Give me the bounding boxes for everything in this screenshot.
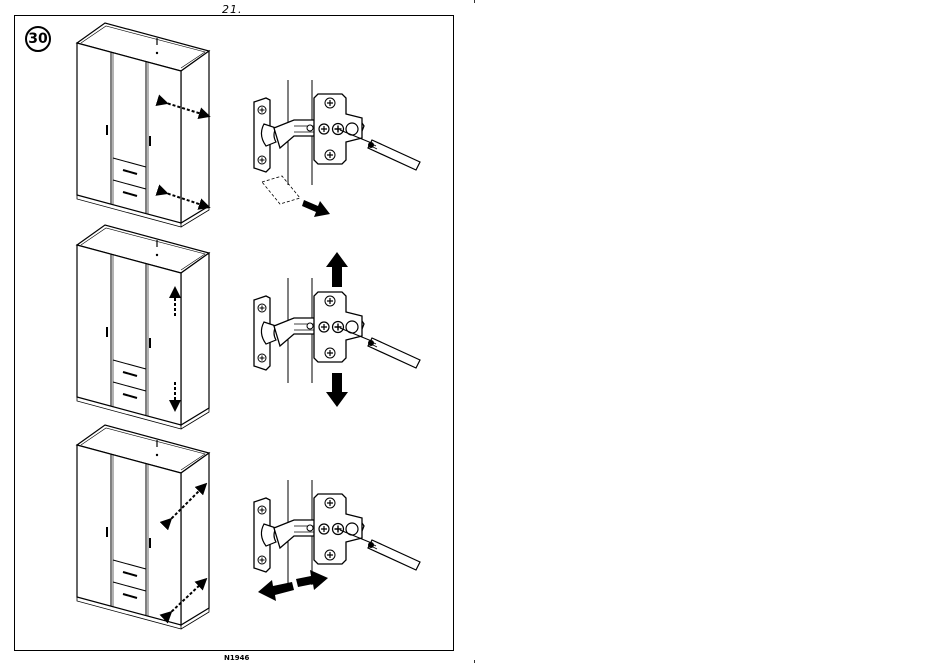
wardrobe-drawing-3: [77, 425, 209, 629]
down-arrow: [326, 373, 348, 407]
panel-1: [77, 23, 420, 227]
wardrobe-drawing-2: [77, 225, 209, 429]
panel-2: [77, 225, 420, 429]
hinge-drawing-2: [254, 278, 420, 383]
up-arrow: [326, 252, 348, 287]
crop-mark-bottom: [474, 660, 475, 663]
wardrobe-drawing-1: [77, 23, 209, 227]
ghost-hinge: [262, 176, 300, 204]
out-arrow: [302, 200, 330, 217]
crop-mark-top: [474, 0, 475, 3]
right-arrow: [296, 570, 328, 590]
hinge-drawing-3: [254, 480, 420, 585]
left-arrow: [258, 580, 294, 601]
panel-3: [77, 425, 420, 629]
hinge-drawing-1: [254, 80, 420, 185]
product-code: N1946: [224, 654, 249, 662]
